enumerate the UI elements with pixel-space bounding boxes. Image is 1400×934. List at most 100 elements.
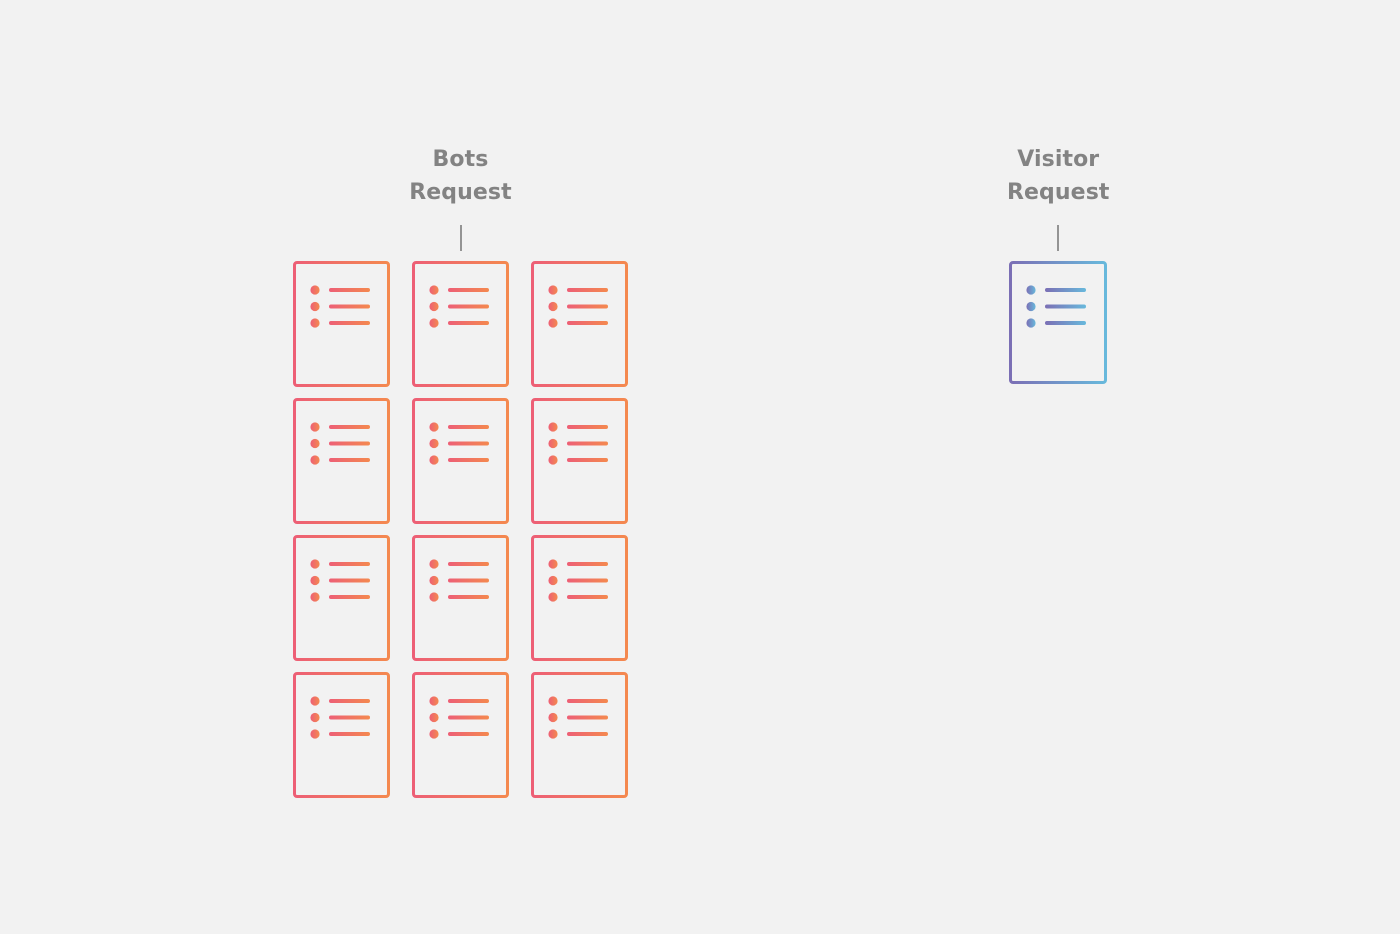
text-line-icon [448,578,489,583]
bullet-dot-icon [429,285,439,295]
text-line-icon [329,595,370,600]
card-outline [531,261,628,388]
bullet-dot-icon [429,455,439,465]
bots-document-card [531,398,628,525]
text-line-icon [329,425,370,430]
document-list-row [310,575,370,586]
card-outline [1009,261,1108,385]
bots-document-card [293,261,390,388]
document-list-row [429,575,489,586]
card-outline [531,398,628,525]
card-outline [412,398,509,525]
document-list-row [429,559,489,569]
bullet-dot-icon [548,438,558,449]
bots-document-card [531,535,628,662]
document-list-row [548,285,608,295]
bullet-dot-icon [310,318,320,328]
document-list-row [548,592,608,602]
text-line-icon [567,321,608,326]
document-list-row [1026,285,1087,295]
bullet-dot-icon [310,559,320,569]
document-list-row [429,422,489,432]
visitor-request-label: Visitor Request [1007,147,1110,205]
bots-document-card [412,535,509,662]
bullet-dot-icon [429,575,439,586]
text-line-icon [329,699,370,704]
bots-document-card [531,261,628,388]
card-outline [412,672,509,799]
text-line-icon [567,578,608,583]
visitor-request-group: Visitor Request [1007,144,1110,385]
document-list-row [429,455,489,465]
bullet-dot-icon [429,318,439,328]
bullet-dot-icon [429,422,439,432]
bots-document-card [412,398,509,525]
text-line-icon [329,732,370,737]
document-list-row [548,422,608,432]
bullet-dot-icon [429,712,439,723]
text-line-icon [567,441,608,446]
text-line-icon [567,458,608,463]
bots-document-card [293,672,390,799]
document-list-row [429,301,489,312]
text-line-icon [448,304,489,309]
text-line-icon [567,425,608,430]
bots-connector-line [459,225,462,252]
bots-document-card [293,398,390,525]
text-line-icon [567,288,608,293]
bots-document-card [531,672,628,799]
bullet-dot-icon [429,696,439,706]
document-list-row [1026,301,1087,312]
bullet-dot-icon [548,285,558,295]
bullet-dot-icon [548,729,558,739]
text-line-icon [448,699,489,704]
bots-document-card [293,535,390,662]
bullet-dot-icon [310,455,320,465]
text-line-icon [448,732,489,737]
text-line-icon [329,441,370,446]
bullet-dot-icon [548,575,558,586]
document-list-row [548,301,608,312]
card-outline [531,535,628,662]
bullet-dot-icon [1026,301,1036,312]
bullet-dot-icon [548,422,558,432]
text-line-icon [329,562,370,567]
document-list-row [548,438,608,449]
document-list-row [429,438,489,449]
bullet-dot-icon [429,729,439,739]
visitor-document-card [1009,261,1108,385]
visitor-connector-line [1057,225,1060,252]
card-outline [412,261,509,388]
bullet-dot-icon [548,696,558,706]
document-list-row [310,422,370,432]
bullet-dot-icon [310,438,320,449]
bullet-dot-icon [310,729,320,739]
document-list-row [1026,318,1087,328]
bullet-dot-icon [429,592,439,602]
bullet-dot-icon [310,301,320,312]
bullet-dot-icon [548,455,558,465]
document-list-row [548,712,608,723]
bullet-dot-icon [548,318,558,328]
document-list-row [310,696,370,706]
document-list-row [429,712,489,723]
text-line-icon [448,441,489,446]
card-outline [531,672,628,799]
document-list-row [429,592,489,602]
document-list-row [548,575,608,586]
card-outline [293,672,390,799]
bullet-dot-icon [548,559,558,569]
text-line-icon [1045,321,1087,326]
document-list-row [310,455,370,465]
text-line-icon [448,562,489,567]
text-line-icon [448,321,489,326]
text-line-icon [448,425,489,430]
text-line-icon [329,715,370,720]
text-line-icon [567,732,608,737]
text-line-icon [567,562,608,567]
text-line-icon [1045,288,1087,293]
bullet-dot-icon [429,301,439,312]
text-line-icon [567,699,608,704]
document-list-row [429,318,489,328]
bullet-dot-icon [310,575,320,586]
